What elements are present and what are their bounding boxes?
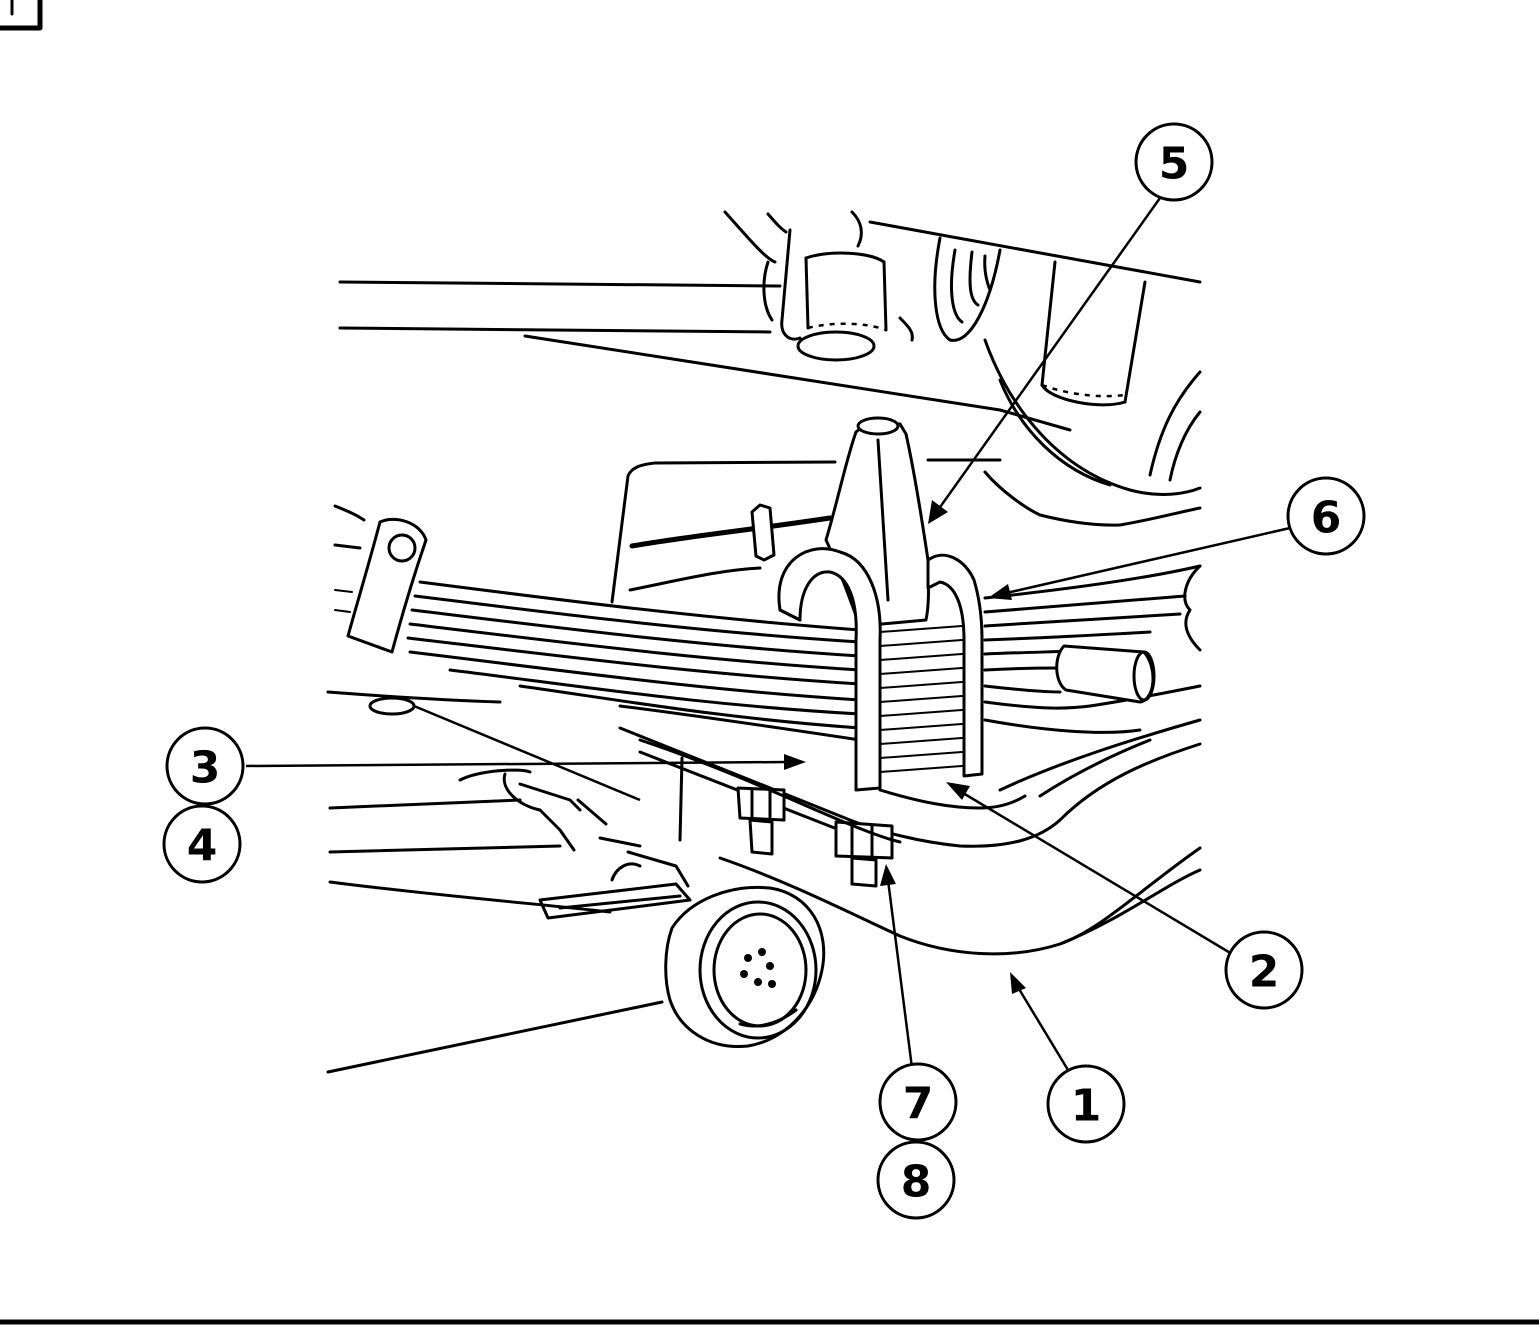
u-bolt-left <box>777 547 882 792</box>
callout-3: 3 <box>165 726 245 806</box>
frame-u-loops <box>933 236 1002 342</box>
svg-text:8: 8 <box>901 1157 932 1208</box>
callout-8: 8 <box>876 1140 956 1220</box>
u-bolt-nuts <box>736 786 894 888</box>
svg-text:1: 1 <box>1071 1081 1102 1132</box>
lower-link-lines <box>326 690 692 920</box>
wheel-arcs <box>983 338 1202 527</box>
bump-stop-plate <box>610 458 1002 604</box>
u-bolt-right <box>926 553 984 778</box>
svg-text:5: 5 <box>1159 139 1190 190</box>
frame-hanger-bracket <box>723 210 914 362</box>
callout-2: 2 <box>1224 930 1304 1010</box>
axle-housing <box>328 644 1202 956</box>
svg-text:3: 3 <box>190 743 221 794</box>
svg-text:7: 7 <box>903 1079 934 1130</box>
hub-bushing <box>664 885 826 1049</box>
frame-rail <box>338 220 1202 432</box>
svg-text:2: 2 <box>1249 947 1280 998</box>
svg-text:6: 6 <box>1311 493 1342 544</box>
callout-7: 7 <box>878 1062 958 1142</box>
corner-frame-mark <box>0 0 43 31</box>
callout-leaders <box>245 197 1291 1071</box>
callout-5: 5 <box>1134 122 1214 202</box>
spring-center-bolt-bracket <box>824 416 930 628</box>
svg-text:4: 4 <box>187 821 218 872</box>
callout-1: 1 <box>1046 1064 1126 1144</box>
shock-absorber-upper <box>1040 260 1147 407</box>
callout-6: 6 <box>1286 476 1366 556</box>
callout-4: 4 <box>162 804 242 884</box>
hub-leader-line <box>326 1000 664 1074</box>
leaf-spring-pack <box>333 504 1202 773</box>
